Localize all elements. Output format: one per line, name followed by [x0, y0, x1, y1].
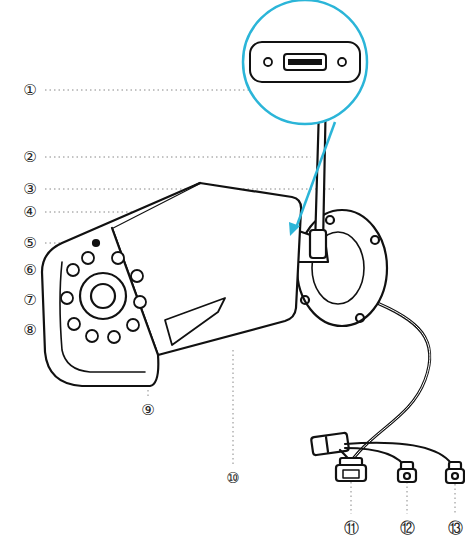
ir-led: [108, 331, 120, 343]
detail-circle: [243, 0, 367, 124]
detail-arrowhead: [289, 222, 300, 236]
leader-lines: [45, 90, 455, 514]
leader-line: [233, 350, 234, 464]
card-slot: [284, 54, 326, 70]
cable: [340, 300, 430, 480]
sun-hood: [42, 183, 200, 386]
callout-number: ④: [23, 204, 36, 220]
lens-ring: [80, 273, 126, 319]
antenna-base: [310, 230, 326, 258]
callout-number: ⑬: [448, 520, 463, 536]
callout-number: ⑦: [23, 292, 36, 308]
leader-line: [45, 90, 268, 91]
callout-number: ⑪: [344, 520, 359, 536]
card-slot-opening: [288, 59, 322, 65]
callout-number: ⑧: [23, 322, 36, 338]
ir-led: [131, 270, 143, 282]
callout-number: ⑤: [23, 235, 36, 251]
callout-number: ⑥: [23, 262, 36, 278]
screw-hole: [326, 216, 334, 224]
callout-number: ⑨: [141, 402, 154, 418]
hood-rim: [60, 262, 145, 372]
mount-plate: [297, 210, 387, 326]
detail-pointer: [296, 122, 335, 228]
leader-line: [45, 157, 311, 158]
power-connector: [446, 469, 464, 483]
camera: [42, 37, 464, 483]
screw-hole: [356, 314, 364, 322]
ir-led: [68, 318, 80, 330]
callout-number: ⑫: [400, 520, 415, 536]
callout-number: ①: [23, 82, 36, 98]
light-sensor: [93, 240, 99, 246]
power-pin: [404, 473, 410, 479]
screw-hole: [371, 236, 379, 244]
cable-highlight: [345, 300, 430, 470]
callout-number: ③: [23, 181, 36, 197]
cover-screw: [264, 58, 272, 66]
ir-led: [67, 264, 79, 276]
ir-led: [127, 319, 139, 331]
callout-number: ⑩: [226, 470, 239, 486]
ir-led: [134, 296, 146, 308]
power-connector: [398, 469, 416, 482]
ir-led: [112, 252, 124, 264]
leader-line: [351, 482, 352, 514]
network-connector: [336, 465, 366, 481]
network-port: [343, 470, 359, 478]
callout-number: ②: [23, 149, 36, 165]
body-groove: [165, 298, 225, 345]
splitter-ring: [326, 437, 328, 452]
cover-screw: [338, 58, 346, 66]
leader-line: [455, 484, 456, 514]
detail-magnifier: [243, 0, 367, 236]
ir-led: [86, 330, 98, 342]
ir-led: [82, 252, 94, 264]
port-cover: [250, 42, 360, 82]
leader-line: [407, 482, 408, 514]
power-pin: [452, 473, 458, 479]
camera-lens: [91, 284, 115, 308]
ir-led: [61, 292, 73, 304]
screw-hole: [301, 296, 309, 304]
